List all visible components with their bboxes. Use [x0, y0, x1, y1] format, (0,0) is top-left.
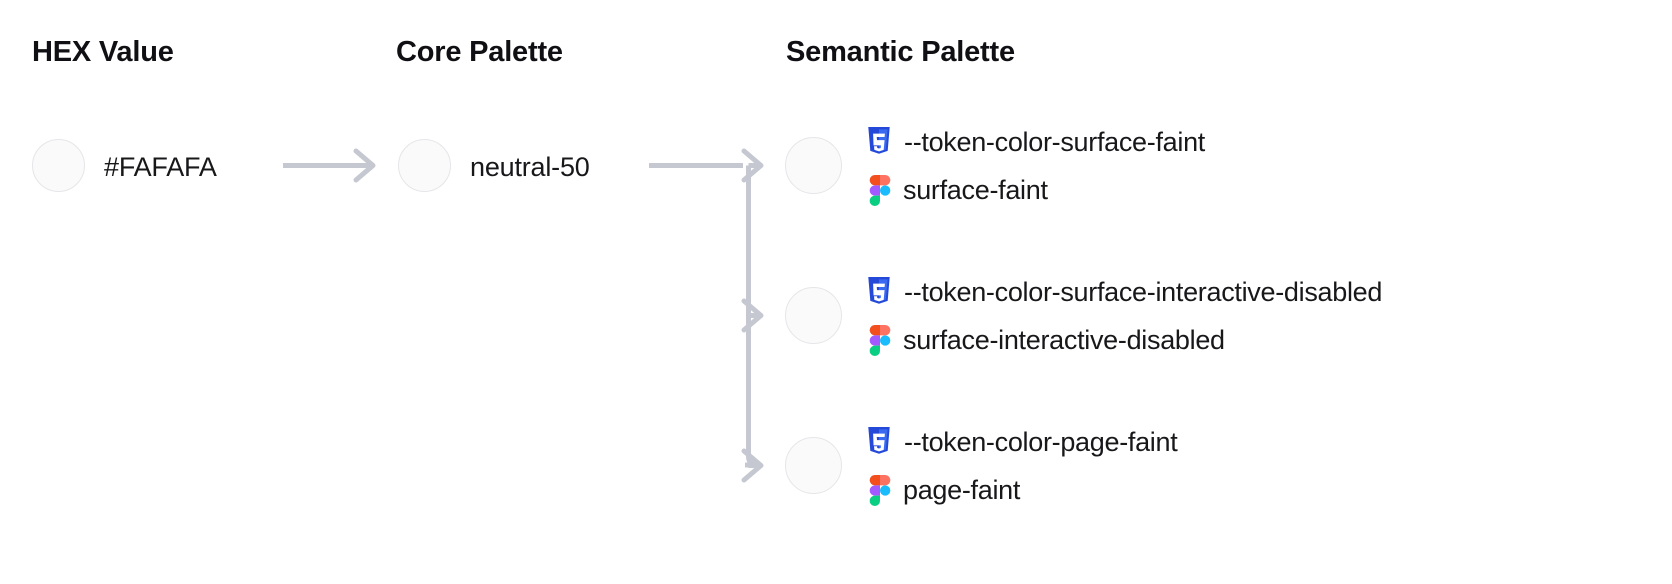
- figma-token-line: surface-faint: [866, 166, 1205, 214]
- css-token-line: --token-color-surface-faint: [866, 118, 1205, 166]
- column-heading-hex-value: HEX Value: [32, 36, 174, 68]
- core-value-label: neutral-50: [470, 152, 590, 182]
- css-token-line: --token-color-page-faint: [866, 418, 1178, 466]
- css3-icon: [868, 427, 890, 454]
- hex-to-core-arrow: [283, 148, 376, 183]
- hex-value-label: #FAFAFA: [104, 152, 217, 182]
- css-token-label: --token-color-surface-faint: [904, 126, 1206, 157]
- css-token-line: --token-color-surface-interactive-disabl…: [866, 268, 1382, 316]
- core-to-semantic-branch: [649, 148, 764, 483]
- hex-color-swatch: [32, 139, 85, 192]
- css3-icon: [868, 277, 890, 304]
- core-color-swatch: [398, 139, 451, 192]
- css-token-label: --token-color-page-faint: [904, 426, 1178, 457]
- column-heading-semantic-palette: Semantic Palette: [786, 36, 1015, 68]
- figma-token-label: surface-faint: [903, 174, 1048, 205]
- semantic-color-swatch: [785, 287, 842, 344]
- figma-icon: [869, 474, 891, 506]
- css-token-label: --token-color-surface-interactive-disabl…: [904, 276, 1383, 307]
- figma-token-line: surface-interactive-disabled: [866, 316, 1382, 364]
- semantic-token-group: --token-color-surface-faint surface-fain…: [866, 118, 1205, 214]
- figma-icon: [869, 174, 891, 206]
- semantic-token-group: --token-color-surface-interactive-disabl…: [866, 268, 1382, 364]
- figma-token-line: page-faint: [866, 466, 1177, 514]
- semantic-token-group: --token-color-page-faint page-faint: [866, 418, 1178, 514]
- css3-icon: [868, 127, 890, 154]
- semantic-color-swatch: [785, 437, 842, 494]
- figma-icon: [869, 324, 891, 356]
- figma-token-label: page-faint: [903, 474, 1021, 505]
- column-heading-core-palette: Core Palette: [396, 36, 563, 68]
- figma-token-label: surface-interactive-disabled: [903, 324, 1225, 355]
- semantic-color-swatch: [785, 137, 842, 194]
